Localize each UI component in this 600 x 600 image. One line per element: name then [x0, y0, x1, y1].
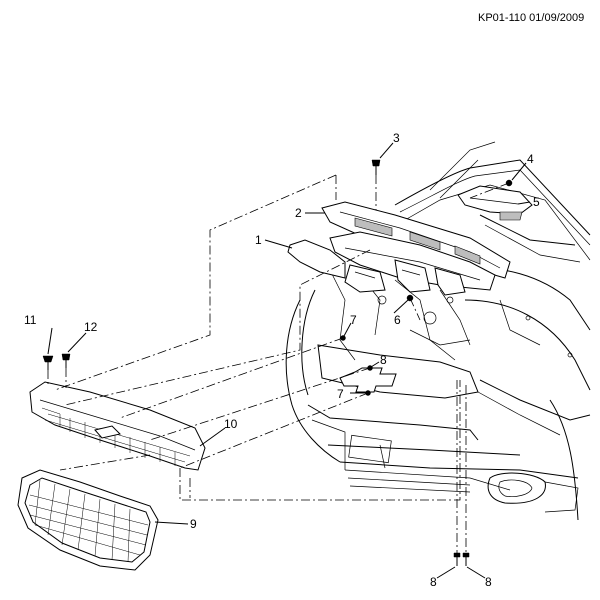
diagram-code: KP01-110 01/09/2009 [478, 12, 584, 24]
fastener-12 [61, 353, 71, 368]
callout-1: 1 [255, 233, 262, 247]
callout-11: 11 [24, 313, 37, 327]
callout-9: 9 [190, 517, 197, 531]
callout-8-bottom-left: 8 [430, 575, 437, 589]
leader-lines [47, 142, 531, 579]
callout-7-lower: 7 [337, 387, 344, 401]
fastener-8-bottom-right [462, 552, 470, 566]
callout-numbers: 1 2 3 4 5 6 7 7 8 8 8 9 10 11 12 [24, 131, 540, 589]
callout-6: 6 [394, 313, 401, 327]
radiator-bracket [457, 185, 533, 221]
callout-5: 5 [533, 195, 540, 209]
fastener-11 [42, 355, 54, 370]
lower-grille [17, 469, 159, 571]
callout-8-bottom-right: 8 [485, 575, 492, 589]
callout-8-upper: 8 [380, 353, 387, 367]
upper-grille-assembly [29, 381, 206, 471]
callout-12: 12 [84, 320, 98, 334]
callout-10: 10 [224, 417, 238, 431]
callout-4: 4 [527, 152, 534, 166]
fastener-3 [371, 159, 381, 175]
callout-3: 3 [393, 131, 400, 145]
alignment-lines [47, 174, 510, 553]
fastener-8-bottom-left [453, 552, 461, 566]
callout-7-upper: 7 [350, 313, 357, 327]
vehicle-front-end [285, 141, 591, 521]
air-deflector-bracket [287, 231, 496, 296]
callout-2: 2 [295, 206, 302, 220]
